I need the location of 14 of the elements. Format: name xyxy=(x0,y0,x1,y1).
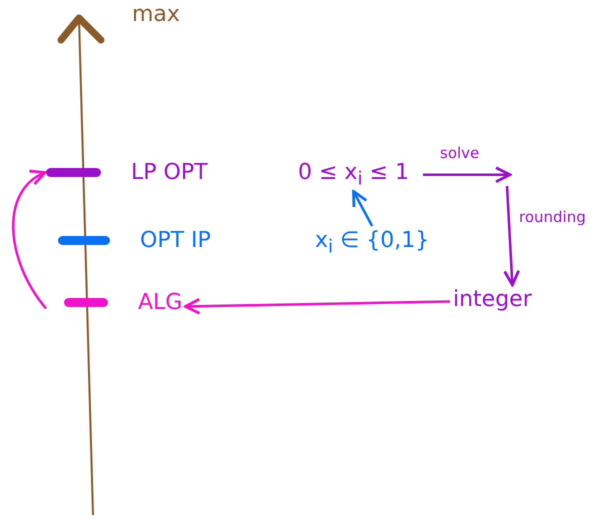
axis-value-label: LP OPT xyxy=(131,160,208,185)
arrow xyxy=(503,186,520,286)
constraint-label: 0 ≤ x$_{i}$ ≤ 1 xyxy=(298,160,409,190)
edge-label: rounding xyxy=(519,208,586,226)
arrow xyxy=(352,190,374,227)
axis-label: max xyxy=(132,2,180,27)
edge-label: solve xyxy=(440,144,480,162)
axis-value-label: ALG xyxy=(138,290,182,315)
result-label: integer xyxy=(453,287,532,312)
arrow xyxy=(422,166,512,184)
arrow xyxy=(12,171,47,310)
arrow xyxy=(184,298,450,315)
axis-value-label: OPT IP xyxy=(140,228,211,253)
constraint-label: x$_{i}$ ∈ {0,1} xyxy=(315,228,430,258)
